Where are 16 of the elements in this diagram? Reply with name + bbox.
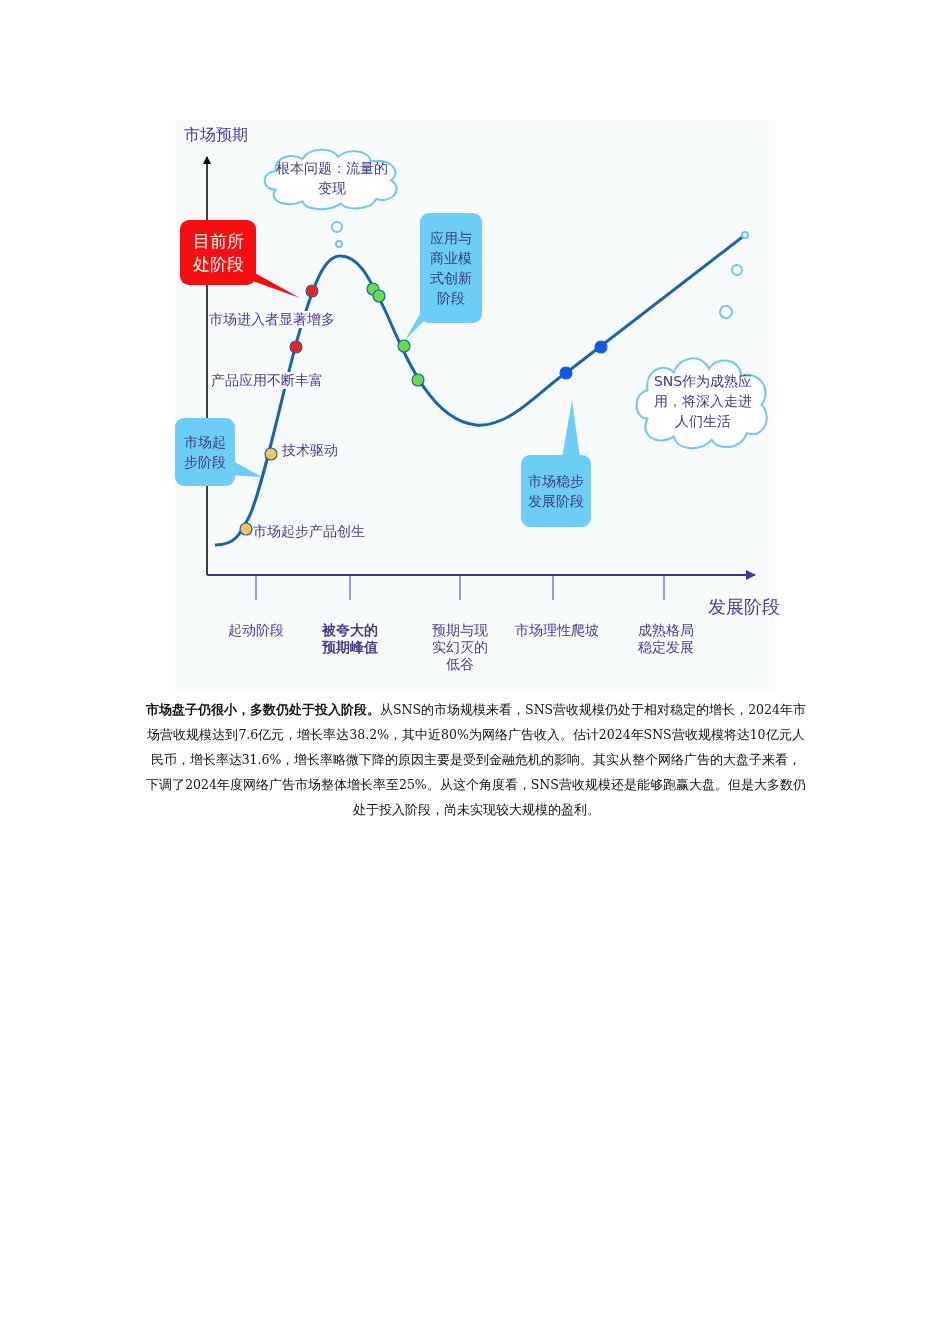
stage-label: 技术驱动 [282,442,338,459]
callout-box: 市场起步阶段 [175,418,235,486]
tick-label: 被夸大的预期峰值 [320,622,380,656]
stage-label: 市场进入者显著增多 [209,311,335,328]
axis-title: 发展阶段 [708,596,780,618]
tick-label: 市场理性爬坡 [512,622,602,639]
axis-title: 市场预期 [184,125,248,145]
caption-paragraph: 市场盘子仍很小，多数仍处于投入阶段。从SNS的市场规模来看，SNS营收规模仍处于相对稳定的增长，2024年市场营收规模达到7.6亿元，增长率达38.2%，其中近80%为网络广告收入。估计2024年SNS营收规模将达10亿元人民币，增长率达31.6%，增长率略微下降的原因主要是受到金融危机的影响。其实从整个网络广告的大盘子来看，下调了2024年度网络广告市场整体增长率至25%。从这个角度看，SNS营收规模还是能够跑赢大盘。但是大多数仍处于投入阶段，尚未实现较大规模的盈利。 [145,701,807,819]
tick-label: 预期与现实幻灭的低谷 [430,622,490,673]
callout-box: 应用与商业模式创新阶段 [420,213,482,323]
tick-label: 起动阶段 [226,622,286,639]
callout-box: 目前所处阶段 [180,220,256,285]
tick-label: 成熟格局稳定发展 [636,622,696,656]
callout-box: 市场稳步发展阶段 [521,455,591,527]
stage-label: 产品应用不断丰富 [211,372,323,389]
stage-label: 市场起步产品创生 [253,523,365,540]
